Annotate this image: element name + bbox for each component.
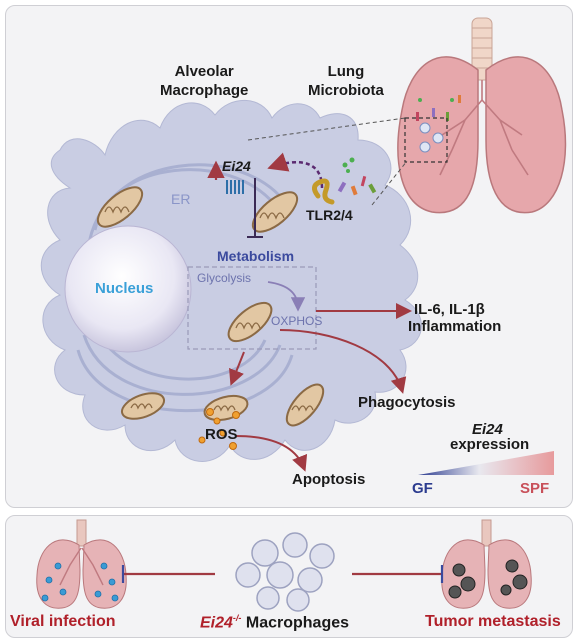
label-cytokines: IL-6, IL-1β <box>414 301 485 318</box>
label-inflammation: Inflammation <box>408 318 502 335</box>
label-oxphos: OXPHOS <box>271 314 323 328</box>
label-phagocytosis: Phagocytosis <box>358 394 456 411</box>
outcome-arrows <box>229 303 412 472</box>
lungs-illustration <box>397 17 567 214</box>
tumor-lungs-icon <box>441 519 532 609</box>
viral-lungs-icon <box>36 519 127 609</box>
label-apoptosis: Apoptosis <box>292 471 366 488</box>
label-metabolism: Metabolism <box>217 248 295 264</box>
label-expression-word: expression <box>450 436 530 453</box>
label-tlr: TLR2/4 <box>306 207 353 223</box>
macrophages-cluster-icon <box>235 532 335 612</box>
label-ros: ROS <box>205 426 238 443</box>
label-macrophages-super: -/- <box>232 613 242 623</box>
ei24-protein-icon <box>226 180 244 194</box>
label-glycolysis: Glycolysis <box>197 271 252 285</box>
ros-dots <box>198 408 240 450</box>
label-macrophages-word: Macrophages <box>245 614 350 632</box>
glycolysis-to-oxphos-arrow <box>267 281 306 312</box>
bottom-inhibition-right <box>352 565 444 583</box>
label-macrophages: Ei24-/- Macrophages <box>200 613 349 632</box>
label-spf: SPF <box>520 480 550 497</box>
label-expression-gene: Ei24 <box>472 421 503 438</box>
bottom-inhibition-left <box>121 565 215 583</box>
tlr-to-ei24-signal <box>267 152 324 189</box>
zoom-line-bottom <box>371 160 408 206</box>
tlr-receptor-icon <box>312 178 335 205</box>
microbe-particles <box>337 157 377 196</box>
expression-gradient <box>418 451 554 475</box>
metabolism-box <box>187 266 317 350</box>
label-alveolar-macrophage: Alveolar Macrophage <box>160 63 249 99</box>
zoom-line-top <box>247 117 406 141</box>
label-tumor-metastasis: Tumor metastasis <box>425 613 561 630</box>
ei24-inhibits-metabolism <box>247 178 263 238</box>
label-macrophages-gene: Ei24 <box>200 614 233 632</box>
label-er: ER <box>171 191 191 207</box>
label-ei24: Ei24 <box>222 158 251 174</box>
mitochondria-cristae <box>104 206 314 412</box>
lung-zoom-box <box>404 117 448 163</box>
label-nucleus: Nucleus <box>95 280 154 297</box>
label-viral-infection: Viral infection <box>10 613 116 630</box>
label-gf: GF <box>412 480 433 497</box>
label-lung-microbiota: Lung Microbiota <box>308 63 384 99</box>
nucleus <box>64 225 192 353</box>
lung-microbes <box>416 95 461 153</box>
